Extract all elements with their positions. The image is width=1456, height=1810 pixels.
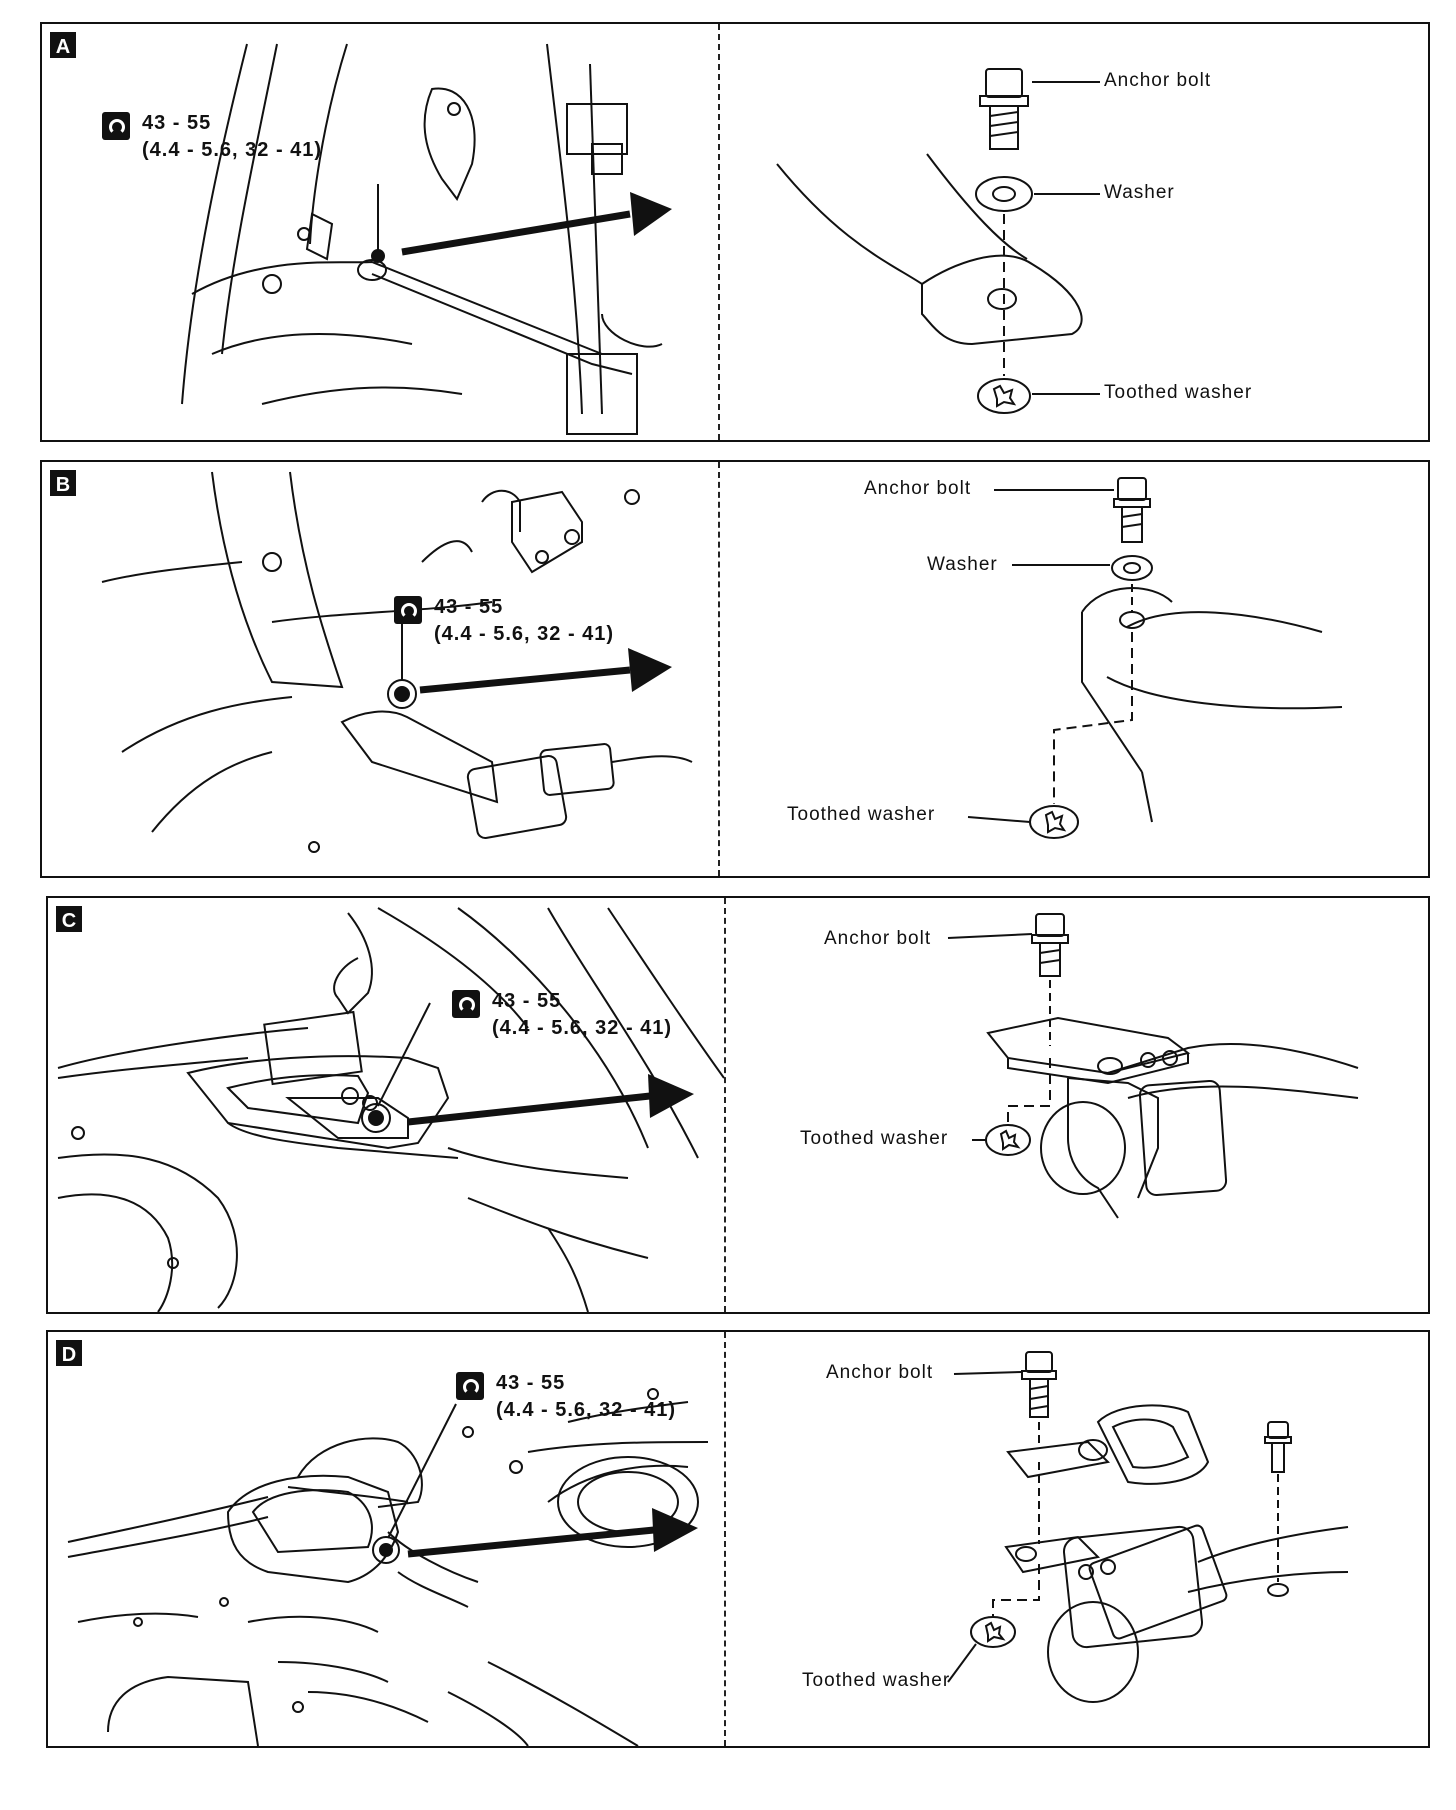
torque-range-alt: (4.4 - 5.6, 32 - 41) bbox=[496, 1399, 677, 1421]
label-anchor-bolt: Anchor bolt bbox=[824, 928, 932, 949]
label-washer: Washer bbox=[927, 554, 998, 575]
label-toothed-washer: Toothed washer bbox=[800, 1128, 949, 1149]
torque-range-alt: (4.4 - 5.6, 32 - 41) bbox=[142, 139, 323, 161]
torque-spec: 43 - 55 (4.4 - 5.6, 32 - 41) bbox=[394, 594, 615, 648]
torque-range-alt: (4.4 - 5.6, 32 - 41) bbox=[492, 1017, 673, 1039]
torque-spec: 43 - 55 (4.4 - 5.6, 32 - 41) bbox=[456, 1370, 677, 1424]
label-washer: Washer bbox=[1104, 182, 1175, 203]
panel-c-drawing bbox=[48, 898, 1428, 1312]
panel-letter: D bbox=[56, 1340, 82, 1366]
panel-divider bbox=[724, 1332, 726, 1746]
torque-wrench-icon bbox=[394, 596, 422, 624]
label-toothed-washer: Toothed washer bbox=[1104, 382, 1253, 403]
torque-range-nm: 43 - 55 bbox=[434, 596, 504, 618]
label-toothed-washer: Toothed washer bbox=[802, 1670, 951, 1691]
torque-wrench-icon bbox=[456, 1372, 484, 1400]
panel-a-drawing bbox=[42, 24, 1428, 440]
torque-spec: 43 - 55 (4.4 - 5.6, 32 - 41) bbox=[452, 988, 673, 1042]
panel-c: C bbox=[46, 896, 1430, 1314]
panel-letter: B bbox=[50, 470, 76, 496]
panel-a: A bbox=[40, 22, 1430, 442]
panel-letter: A bbox=[50, 32, 76, 58]
panel-b-drawing bbox=[42, 462, 1428, 876]
torque-wrench-icon bbox=[102, 112, 130, 140]
torque-range-nm: 43 - 55 bbox=[496, 1372, 566, 1394]
panel-divider bbox=[718, 462, 720, 876]
torque-wrench-icon bbox=[452, 990, 480, 1018]
panel-b: B bbox=[40, 460, 1430, 878]
torque-spec: 43 - 55 (4.4 - 5.6, 32 - 41) bbox=[102, 110, 323, 164]
label-anchor-bolt: Anchor bolt bbox=[864, 478, 972, 499]
panel-d-drawing bbox=[48, 1332, 1428, 1746]
label-toothed-washer: Toothed washer bbox=[787, 804, 936, 825]
label-anchor-bolt: Anchor bolt bbox=[826, 1362, 934, 1383]
torque-range-alt: (4.4 - 5.6, 32 - 41) bbox=[434, 623, 615, 645]
torque-range-nm: 43 - 55 bbox=[492, 990, 562, 1012]
torque-range-nm: 43 - 55 bbox=[142, 112, 212, 134]
panel-divider bbox=[724, 898, 726, 1312]
panel-d: D bbox=[46, 1330, 1430, 1748]
panel-divider bbox=[718, 24, 720, 440]
panel-letter: C bbox=[56, 906, 82, 932]
label-anchor-bolt: Anchor bolt bbox=[1104, 70, 1212, 91]
